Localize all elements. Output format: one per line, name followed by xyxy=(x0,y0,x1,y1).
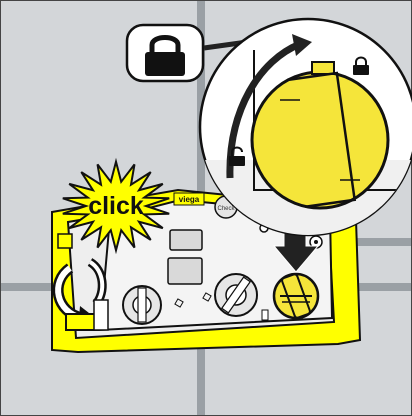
frame-clip xyxy=(58,234,72,248)
slot-upper xyxy=(170,230,202,250)
mark-right xyxy=(262,310,268,320)
rotary-knob xyxy=(274,274,318,319)
tile-joint-horizontal-right xyxy=(350,238,412,246)
fitting-middle xyxy=(215,274,257,316)
click-label: click xyxy=(88,192,144,220)
fitting-left xyxy=(123,286,161,324)
zoom-knob-notch xyxy=(312,62,334,74)
brand-label: viega xyxy=(179,195,200,204)
slot-lower xyxy=(168,258,202,284)
check-label: Check xyxy=(217,206,235,212)
screw-right-center xyxy=(314,240,318,244)
zoom-knob xyxy=(252,72,388,208)
padlock-closed-icon xyxy=(127,25,203,81)
